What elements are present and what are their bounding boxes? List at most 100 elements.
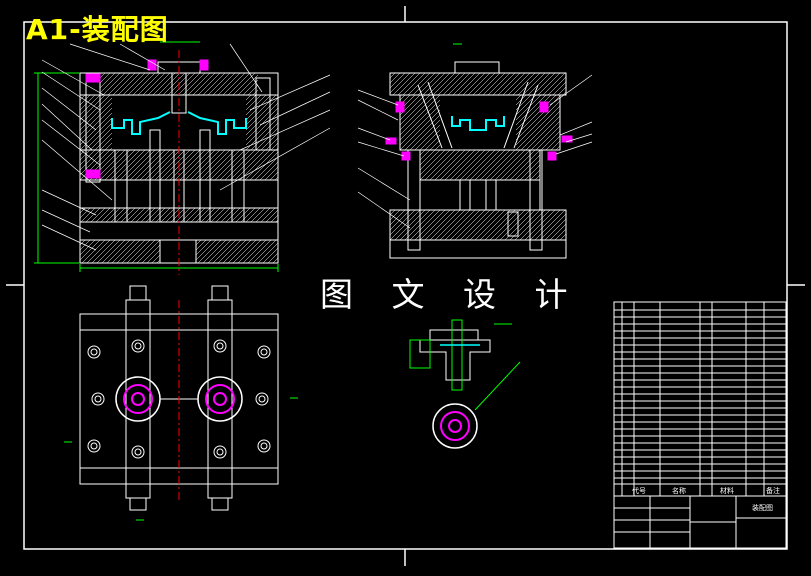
hatch-line	[424, 134, 441, 151]
leader-line	[219, 127, 331, 191]
hatch-line	[484, 209, 516, 241]
hatch-line	[217, 72, 241, 96]
hatch-line	[79, 107, 113, 141]
hatch-line	[515, 94, 542, 121]
hatch-line	[474, 209, 506, 241]
hatch-line	[545, 135, 561, 151]
hatch-line	[520, 110, 561, 151]
hatch-line	[170, 207, 186, 223]
hatch-line	[427, 72, 451, 96]
hatch-line	[227, 239, 252, 264]
hatch-line	[252, 239, 277, 264]
hatch-line	[515, 94, 527, 106]
hatch-line	[220, 207, 236, 223]
bom-header-material: 材料	[720, 486, 734, 495]
front-part-leaders	[41, 43, 331, 251]
hatch-line	[85, 207, 101, 223]
hatch-line	[264, 166, 279, 181]
hatch-line	[559, 233, 567, 241]
hatch-line	[412, 72, 436, 96]
hatch-line	[207, 239, 232, 264]
bolt-hole	[257, 345, 271, 359]
hatch-line	[507, 72, 531, 96]
hatch-line	[245, 94, 277, 126]
hatch-line	[515, 94, 557, 136]
hatch-line	[557, 86, 567, 96]
hatch-line	[225, 207, 241, 223]
hatch-line	[107, 72, 131, 96]
hatch-line	[79, 97, 113, 131]
leader-line	[357, 167, 411, 201]
hatch-line	[224, 149, 256, 181]
hatch-line	[79, 239, 96, 256]
leader-line	[41, 119, 101, 166]
hatch-line	[260, 207, 276, 223]
hatch-line	[155, 207, 171, 223]
hatch-line	[399, 104, 441, 146]
bolt-hole	[87, 439, 101, 453]
hatch-line	[452, 72, 476, 96]
hatch-line	[79, 112, 113, 146]
hatch-line	[250, 122, 279, 151]
hatch-line	[499, 149, 531, 181]
hatch-line	[515, 105, 561, 151]
bill-of-materials	[613, 301, 787, 497]
hatch-line	[432, 72, 456, 96]
hatch-line	[195, 239, 202, 246]
front-section-hatching	[79, 72, 279, 264]
hatch-line	[515, 100, 561, 146]
hatch-line	[189, 149, 221, 181]
bolt-hole-core	[90, 348, 98, 356]
hatch-line	[474, 149, 506, 181]
hatch-line	[250, 207, 266, 223]
hatch-line	[94, 132, 113, 151]
top-view-holes	[87, 339, 271, 459]
hatch-line	[130, 207, 146, 223]
hatch-line	[419, 209, 451, 241]
hatch-line	[145, 207, 161, 223]
hatch-line	[454, 149, 486, 181]
leader-line	[41, 209, 91, 233]
hatch-line	[210, 207, 226, 223]
hatch-line	[389, 209, 406, 226]
hatch-line	[409, 209, 441, 241]
hatch-line	[544, 218, 567, 241]
hatch-line	[154, 149, 186, 181]
hatch-line	[174, 149, 206, 181]
hatch-line	[144, 149, 176, 181]
hatch-line	[504, 209, 536, 241]
hatch-line	[512, 72, 536, 96]
leader-line	[69, 43, 151, 71]
hatch-line	[459, 209, 491, 241]
hatch-line	[99, 72, 116, 89]
hatch-line	[525, 115, 561, 151]
bom-header-remark: 备注	[766, 486, 780, 495]
hatch-line	[269, 171, 279, 181]
hatch-line	[530, 120, 561, 151]
hatch-line	[539, 213, 567, 241]
hatch-line	[394, 209, 426, 241]
hatch-line	[109, 149, 141, 181]
hatch-line	[389, 72, 396, 79]
hatch-line	[439, 149, 471, 181]
hatch-line	[124, 149, 156, 181]
hatch-line	[442, 72, 466, 96]
hatch-line	[260, 132, 279, 151]
hatch-line	[419, 129, 441, 151]
hatch-line	[254, 156, 279, 181]
hatch-line	[429, 209, 461, 241]
hatch-line	[79, 149, 101, 171]
hatch-line	[554, 228, 567, 241]
hatch-line	[439, 209, 471, 241]
hatch-line	[509, 209, 541, 241]
hatch-line	[245, 207, 261, 223]
hatch-line	[504, 149, 536, 181]
hatch-line	[449, 149, 481, 181]
hatch-line	[84, 122, 113, 151]
hatch-line	[497, 72, 521, 96]
hatch-line	[132, 72, 156, 96]
hatch-line	[515, 94, 532, 111]
hatch-line	[422, 72, 446, 96]
hatch-line	[259, 161, 279, 181]
side-section-hatching	[389, 72, 567, 241]
